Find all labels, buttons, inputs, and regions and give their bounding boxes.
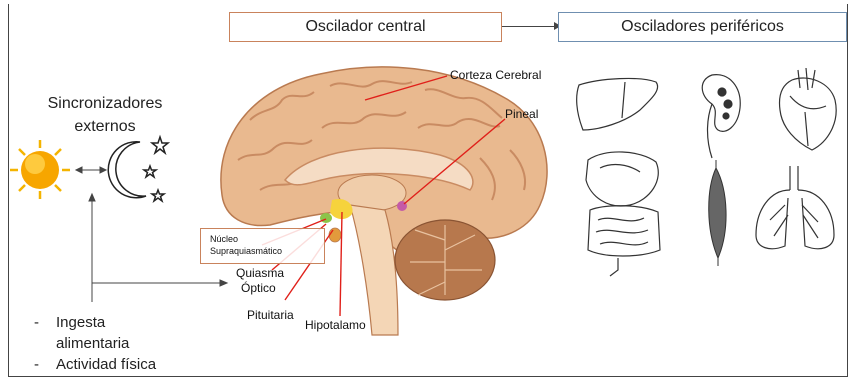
digestive-system-icon (586, 152, 660, 276)
moon-stars-icon (108, 137, 168, 201)
muscle-icon (709, 160, 726, 266)
kidney-icon (702, 75, 740, 158)
list-dash: - (34, 354, 56, 375)
pineal-label: Pineal (505, 107, 538, 121)
list-item: alimentaria (34, 333, 156, 354)
cortex-label: Corteza Cerebral (450, 68, 541, 82)
hypothalamus-label: Hipotalamo (305, 318, 366, 332)
inputs-list: - Ingesta alimentaria - Actividad física (34, 312, 156, 375)
scn-label-line1: Núcleo (210, 234, 238, 245)
sun-moon-arrow (76, 167, 106, 173)
chiasm-label-line1: Quiasma (236, 266, 284, 280)
list-item: - Ingesta (34, 312, 156, 333)
lungs-icon (756, 166, 834, 249)
list-item-text: Actividad física (56, 354, 156, 375)
pituitary-label: Pituitaria (247, 308, 294, 322)
list-item-text: alimentaria (56, 333, 129, 354)
heart-icon (780, 68, 837, 150)
list-item-text: Ingesta (56, 312, 105, 333)
scn-label-line2: Supraquiasmático (210, 246, 282, 257)
liver-icon (577, 78, 658, 130)
chiasm-label-line2: Óptico (241, 281, 276, 295)
list-item: - Actividad física (34, 354, 156, 375)
list-dash (34, 333, 56, 354)
sun-icon (10, 140, 70, 199)
list-dash: - (34, 312, 56, 333)
